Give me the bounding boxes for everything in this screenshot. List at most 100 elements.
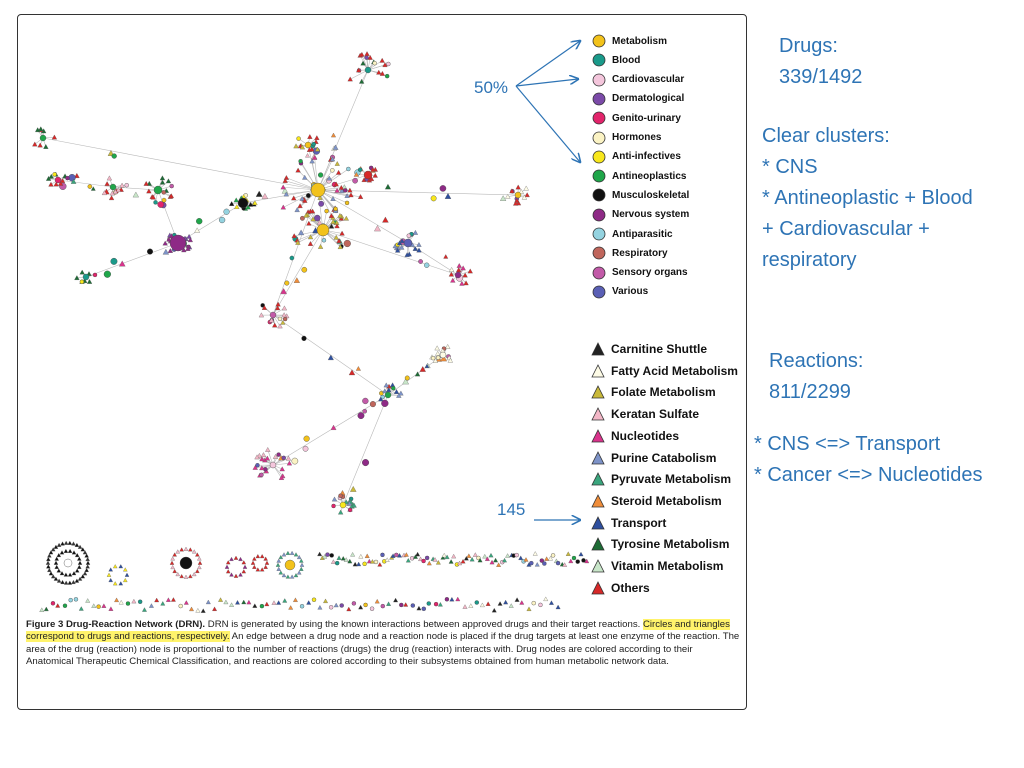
reaction-node [71,541,76,546]
reaction-node [443,254,449,259]
reaction-node [86,279,93,284]
reaction-node [364,553,370,558]
reaction-node [233,573,239,578]
drug-node [333,206,338,212]
circle-swatch-icon [592,73,606,86]
reaction-node [280,184,286,190]
drug-node [87,184,93,189]
reaction-node [259,554,265,559]
drug-node [339,501,347,509]
circle-swatch-icon [592,92,606,106]
reaction-node [168,193,174,199]
reaction-node [568,558,574,564]
reaction-node [337,212,343,218]
circle-swatch-icon [592,188,606,202]
reaction-node [259,567,265,572]
reaction-node [358,553,364,559]
legend-item-vitamin-metabolism: Vitamin Metabolism [591,556,723,576]
legend-label: Genito-urinary [612,112,681,124]
reaction-node [84,567,89,572]
drug-node [179,556,193,570]
drug-node [50,601,56,606]
reaction-node [299,144,306,150]
reaction-node [271,600,277,605]
reaction-node [299,562,305,567]
reaction-node [48,550,54,555]
reaction-node [276,558,281,563]
drug-node [39,134,47,142]
legend-label: Respiratory [612,247,668,259]
reaction-node [432,557,438,562]
reaction-node [277,323,283,329]
reaction-node [175,572,181,577]
reaction-node [323,598,328,604]
drug-node [426,601,431,606]
reaction-node [414,371,421,377]
reaction-node [54,556,59,561]
reaction-node [280,320,286,325]
drug-node [92,272,98,278]
legend-item-folate-metabolism: Folate Metabolism [591,382,716,402]
drug-node [372,60,377,66]
reaction-node [148,603,154,608]
reaction-node [384,183,392,190]
drug-node [304,141,312,149]
legend-item-keratan-sulfate: Keratan Sulfate [591,404,699,424]
drug-node [338,493,343,498]
reaction-node [280,288,287,295]
clusters-line-1: * CNS [762,156,818,178]
reaction-node [188,547,193,552]
reaction-node [496,562,502,567]
reaction-node [274,305,281,311]
reaction-node [382,388,388,394]
drug-node [321,238,327,243]
drug-node [347,507,353,513]
reaction-node [293,277,300,283]
reaction-node [179,547,184,552]
reaction-node [295,239,301,245]
triangle-swatch-icon [591,407,605,421]
drug-node [161,190,166,195]
reaction-node [85,557,90,562]
legend-label: Cardiovascular [612,74,685,86]
reaction-node [248,201,254,207]
reaction-node [534,562,540,567]
reaction-node [307,241,314,246]
reaction-node [85,598,91,603]
drug-node [346,166,351,172]
drug-node [299,604,305,609]
reaction-node [306,220,312,226]
triangle-swatch-icon [591,385,605,399]
reaction-node [223,599,229,605]
reaction-node [333,602,339,608]
drug-node [111,153,117,159]
reaction-node [355,366,361,371]
reaction-node [235,600,240,605]
reaction-node [108,606,114,611]
legend-label: Transport [611,515,667,530]
reaction-node [38,126,44,132]
reaction-node [549,600,554,605]
reaction-node [351,502,357,508]
reaction-node [53,576,59,581]
reaction-node [330,219,336,224]
reaction-node [328,213,335,218]
reaction-node [74,542,80,547]
reaction-node [334,161,340,166]
drug-node [331,503,336,509]
reaction-node [74,568,80,573]
reaction-node [434,345,440,351]
drug-node [334,560,340,566]
reaction-node [175,549,181,554]
caption-title: Figure 3 Drug-Reaction Network (DRN). [26,619,206,630]
reaction-node [264,560,270,565]
drug-node [284,280,290,286]
reaction-node [402,378,410,385]
reaction-node [441,552,447,558]
reaction-node [263,564,268,569]
drug-node [364,66,372,74]
reaction-node [252,603,258,608]
drug-node [514,191,522,199]
reaction-node [183,546,189,551]
reaction-node [166,236,172,242]
